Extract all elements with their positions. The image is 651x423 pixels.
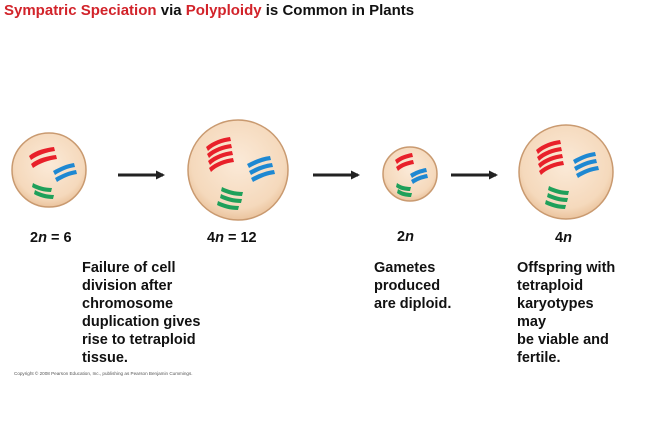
description-line: Offspring with <box>517 260 616 276</box>
description-line: duplication gives <box>82 314 201 330</box>
description-line: chromosome <box>82 296 174 312</box>
red-chromosomes <box>536 140 564 175</box>
description-line: Failure of cell <box>82 260 176 276</box>
green-chromosomes <box>545 186 569 209</box>
description-line: tissue. <box>82 350 128 366</box>
blue-chromosomes <box>573 152 599 178</box>
cell-diploid <box>11 132 87 208</box>
stage-count: = 6 <box>46 230 72 246</box>
title-part: via <box>156 2 186 19</box>
description-failure: Failure of cell division after chromosom… <box>82 259 200 367</box>
title-part: Common <box>282 2 348 19</box>
description-gametes: Gametes produced are diploid. <box>374 259 451 313</box>
title-part: in <box>347 2 370 19</box>
green-chromosomes <box>217 187 243 210</box>
stage-variable: n <box>38 230 47 246</box>
stage-label-offspring: 4n <box>555 230 572 246</box>
description-line: karyotypes <box>517 296 594 312</box>
description-line: rise to tetraploid <box>82 332 196 348</box>
stage-number: 4 <box>555 230 564 246</box>
stage-label-gamete: 2n <box>397 229 414 245</box>
copyright-notice: Copyright © 2008 Pearson Education, Inc.… <box>14 371 193 376</box>
page-title: Sympatric Speciation via Polyploidy is C… <box>4 2 414 19</box>
stage-label-diploid: 2n = 6 <box>30 230 72 246</box>
red-chromosomes <box>29 147 57 168</box>
green-chromosomes <box>396 183 412 197</box>
blue-chromosomes <box>53 163 77 182</box>
red-chromosomes <box>206 137 234 172</box>
cell-tetraploid <box>187 119 289 221</box>
stage-variable: n <box>563 230 572 246</box>
description-line: may <box>517 314 547 330</box>
stage-count: = 12 <box>223 230 257 246</box>
stage-label-tetraploid: 4n = 12 <box>207 230 257 246</box>
stage-number: 2 <box>397 229 406 245</box>
title-part: Plants <box>369 2 415 19</box>
description-line: tetraploid <box>517 278 584 294</box>
red-chromosomes <box>395 153 414 171</box>
description-offspring: Offspring with tetraploid karyotypes may… <box>517 259 615 367</box>
description-line: fertile. <box>517 350 561 366</box>
title-part: Sympatric Speciation <box>4 2 157 19</box>
cell-gamete <box>382 146 438 202</box>
stage-variable: n <box>215 230 224 246</box>
description-line: are diploid. <box>374 296 452 312</box>
blue-chromosomes <box>410 168 428 184</box>
stage-variable: n <box>405 229 414 245</box>
green-chromosomes <box>32 183 54 199</box>
blue-chromosomes <box>247 156 275 182</box>
stage-number: 4 <box>207 230 216 246</box>
title-part: Polyploidy <box>185 2 262 19</box>
cell-offspring <box>518 124 614 220</box>
stage-number: 2 <box>30 230 39 246</box>
description-line: Gametes <box>374 260 436 276</box>
description-line: produced <box>374 278 441 294</box>
description-line: be viable and <box>517 332 609 348</box>
title-part: is <box>261 2 283 19</box>
description-line: division after <box>82 278 173 294</box>
